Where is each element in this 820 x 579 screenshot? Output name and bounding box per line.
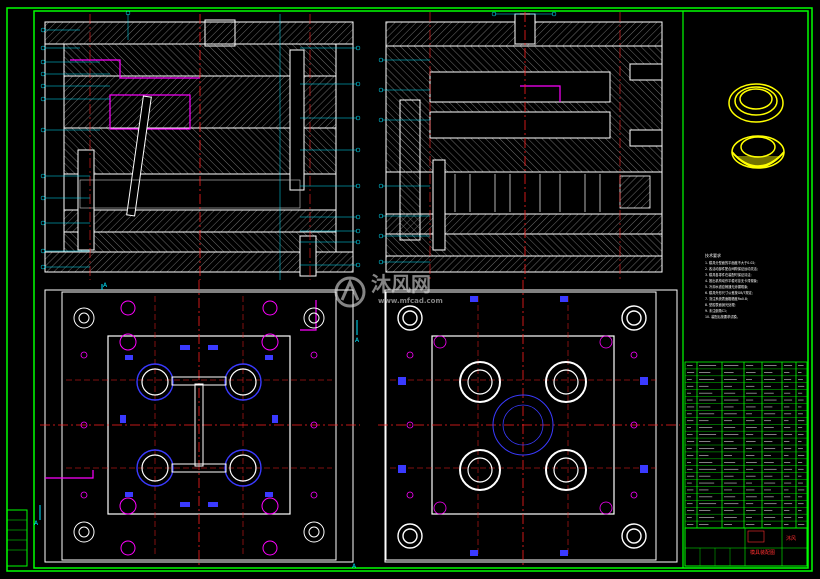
bill-of-materials — [684, 361, 808, 529]
watermark-logo-icon — [334, 276, 366, 308]
title-block-stamp: 沐风 — [786, 535, 796, 542]
watermark: 沐风网 www.mfcad.com — [334, 272, 443, 308]
note-line-2: 2. 各活动部件配合间隙保证运动灵活; — [705, 266, 758, 271]
section-mark-a-2: A — [355, 337, 360, 344]
section-mark-a-1: A — [103, 282, 108, 289]
inner-frame — [33, 10, 809, 569]
note-line-4: 4. 推出机构动作平稳可靠无卡滞现象; — [705, 278, 758, 283]
note-line-1: 1. 模具分型面的平面度不大于0.02; — [705, 260, 755, 265]
leader-lines-left — [40, 10, 361, 270]
section-view-left — [44, 14, 354, 280]
section-mark-a-4: A — [352, 563, 357, 570]
note-line-5: 5. 冷却水道应畅通无渗漏现象; — [705, 284, 748, 289]
binding-strip-lines — [7, 519, 27, 551]
section-view-right — [385, 12, 663, 282]
watermark-url: www.mfcad.com — [378, 297, 443, 305]
plan-view-right — [378, 280, 680, 568]
technical-notes: 技术要求 1. 模具分型面的平面度不大于0.02; 2. 各活动部件配合间隙保证… — [705, 252, 758, 319]
technical-notes-title: 技术要求 — [705, 252, 721, 258]
note-line-10: 10. 装配后按要求试模。 — [705, 314, 740, 319]
title-block-name: 模具装配图 — [750, 549, 775, 556]
binding-strip — [6, 509, 28, 567]
title-block: 模具装配图 沐风 — [684, 527, 808, 567]
note-line-7: 7. 浇注系统表面粗糙度Ra0.8; — [705, 296, 748, 301]
leader-lines-right — [378, 11, 557, 265]
outer-frame — [6, 7, 813, 572]
plan-view-left — [39, 280, 360, 568]
section-mark-a-3: A — [34, 520, 39, 527]
note-line-9: 9. 未注倒角C1; — [705, 308, 727, 313]
watermark-brand: 沐风网 — [371, 272, 431, 296]
note-line-6: 6. 模具外形尺寸公差按GB/T规定; — [705, 290, 753, 295]
note-line-3: 3. 模具各零件在装配时保证清洁; — [705, 272, 752, 277]
note-line-8: 8. 型腔表面抛光处理; — [705, 302, 736, 307]
product-isometric-view — [728, 83, 785, 169]
bill-of-materials-cells — [687, 365, 805, 525]
